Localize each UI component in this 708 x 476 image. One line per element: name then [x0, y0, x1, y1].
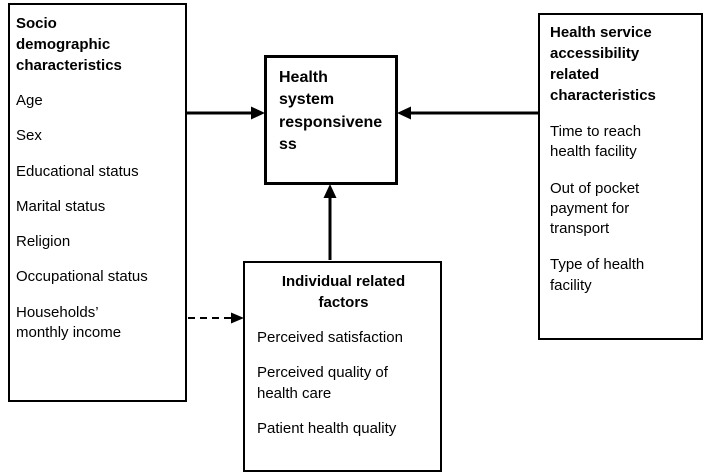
box-individual-related-factors: Individual related factors Perceived sat… [243, 261, 442, 472]
list-item: Occupational status [16, 268, 148, 286]
list-item: Out of pocket payment for transport [550, 179, 640, 238]
list-item: Educational status [16, 162, 139, 180]
list-item: Households’ monthly income [16, 303, 122, 341]
list-item: Sex [16, 127, 42, 145]
arrowhead-right-icon [251, 106, 265, 120]
list-item: Age [16, 92, 43, 109]
box-health-system-responsiveness: Health system responsiveness [264, 55, 398, 185]
box-socio-title: Socio demographic characteristics [16, 15, 122, 74]
box-accessibility-title: Health service accessibility related cha… [550, 24, 656, 104]
box-health-service-accessibility: Health service accessibility related cha… [538, 13, 703, 340]
list-item: Perceived quality of health care [257, 364, 388, 402]
arrowhead-up-icon [323, 184, 337, 198]
box-socio-demographic: Socio demographic characteristics Age Se… [8, 3, 187, 402]
box-responsiveness-title: Health system responsiveness [279, 69, 383, 154]
list-item: Perceived satisfaction [257, 329, 403, 346]
list-item: Religion [16, 233, 71, 250]
list-item: Patient health quality [257, 419, 397, 437]
arrowhead-left-icon [397, 106, 411, 120]
list-item: Marital status [16, 197, 106, 215]
box-individual-title: Individual related factors [281, 273, 406, 311]
list-item: Type of health facility [550, 256, 645, 294]
list-item: Time to reach health facility [550, 123, 642, 161]
